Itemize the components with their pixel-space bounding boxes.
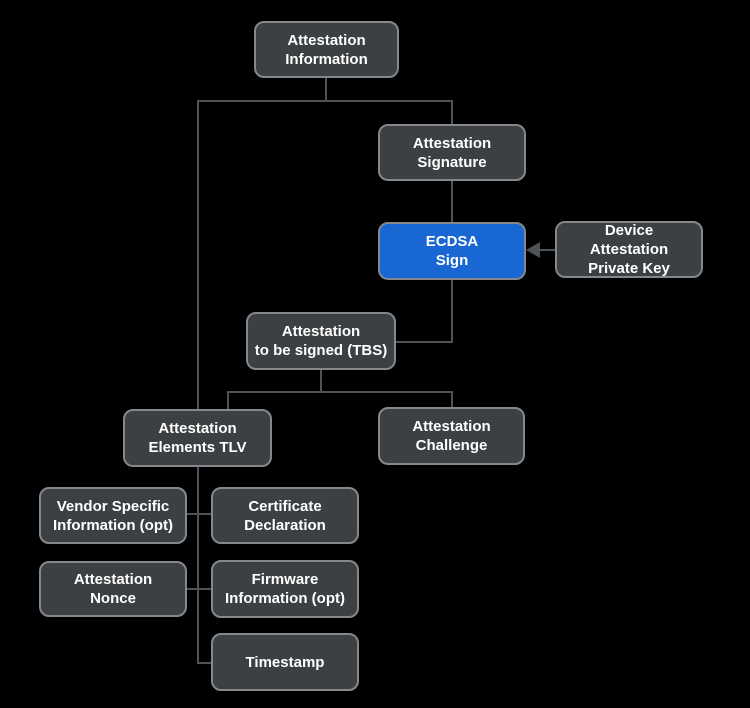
edge-tbs-drop bbox=[320, 370, 322, 391]
edge-privatekey-shaft bbox=[538, 249, 555, 251]
edge-info-split-bar bbox=[197, 100, 453, 102]
edge-ecdsa-to-tbs bbox=[396, 341, 453, 343]
node-timestamp: Timestamp bbox=[211, 633, 359, 691]
edge-tbs-to-elements-tlv bbox=[227, 391, 229, 409]
node-attestation-information: Attestation Information bbox=[254, 21, 399, 78]
node-device-attestation-private-key: Device Attestation Private Key bbox=[555, 221, 703, 278]
edge-tlv-trunk bbox=[197, 467, 199, 664]
edge-tbs-split-bar bbox=[227, 391, 453, 393]
node-certificate-declaration: Certificate Declaration bbox=[211, 487, 359, 544]
edge-ecdsa-drop bbox=[451, 280, 453, 343]
node-attestation-challenge: Attestation Challenge bbox=[378, 407, 525, 465]
node-ecdsa-sign: ECDSA Sign bbox=[378, 222, 526, 280]
node-attestation-nonce: Attestation Nonce bbox=[39, 561, 187, 617]
node-attestation-tbs: Attestation to be signed (TBS) bbox=[246, 312, 396, 370]
edge-timestamp-stub bbox=[197, 662, 211, 664]
edge-signature-to-ecdsa bbox=[451, 181, 453, 222]
edge-split-to-signature bbox=[451, 100, 453, 124]
edge-split-to-elements-tlv bbox=[197, 100, 199, 409]
node-attestation-elements-tlv: Attestation Elements TLV bbox=[123, 409, 272, 467]
node-firmware-information: Firmware Information (opt) bbox=[211, 560, 359, 618]
edge-info-drop bbox=[325, 78, 327, 101]
edge-row1-stub bbox=[187, 513, 211, 515]
edge-row2-stub bbox=[187, 588, 211, 590]
node-vendor-specific-information: Vendor Specific Information (opt) bbox=[39, 487, 187, 544]
node-attestation-signature: Attestation Signature bbox=[378, 124, 526, 181]
arrow-left-icon bbox=[526, 242, 540, 258]
edge-tbs-to-challenge bbox=[451, 391, 453, 407]
